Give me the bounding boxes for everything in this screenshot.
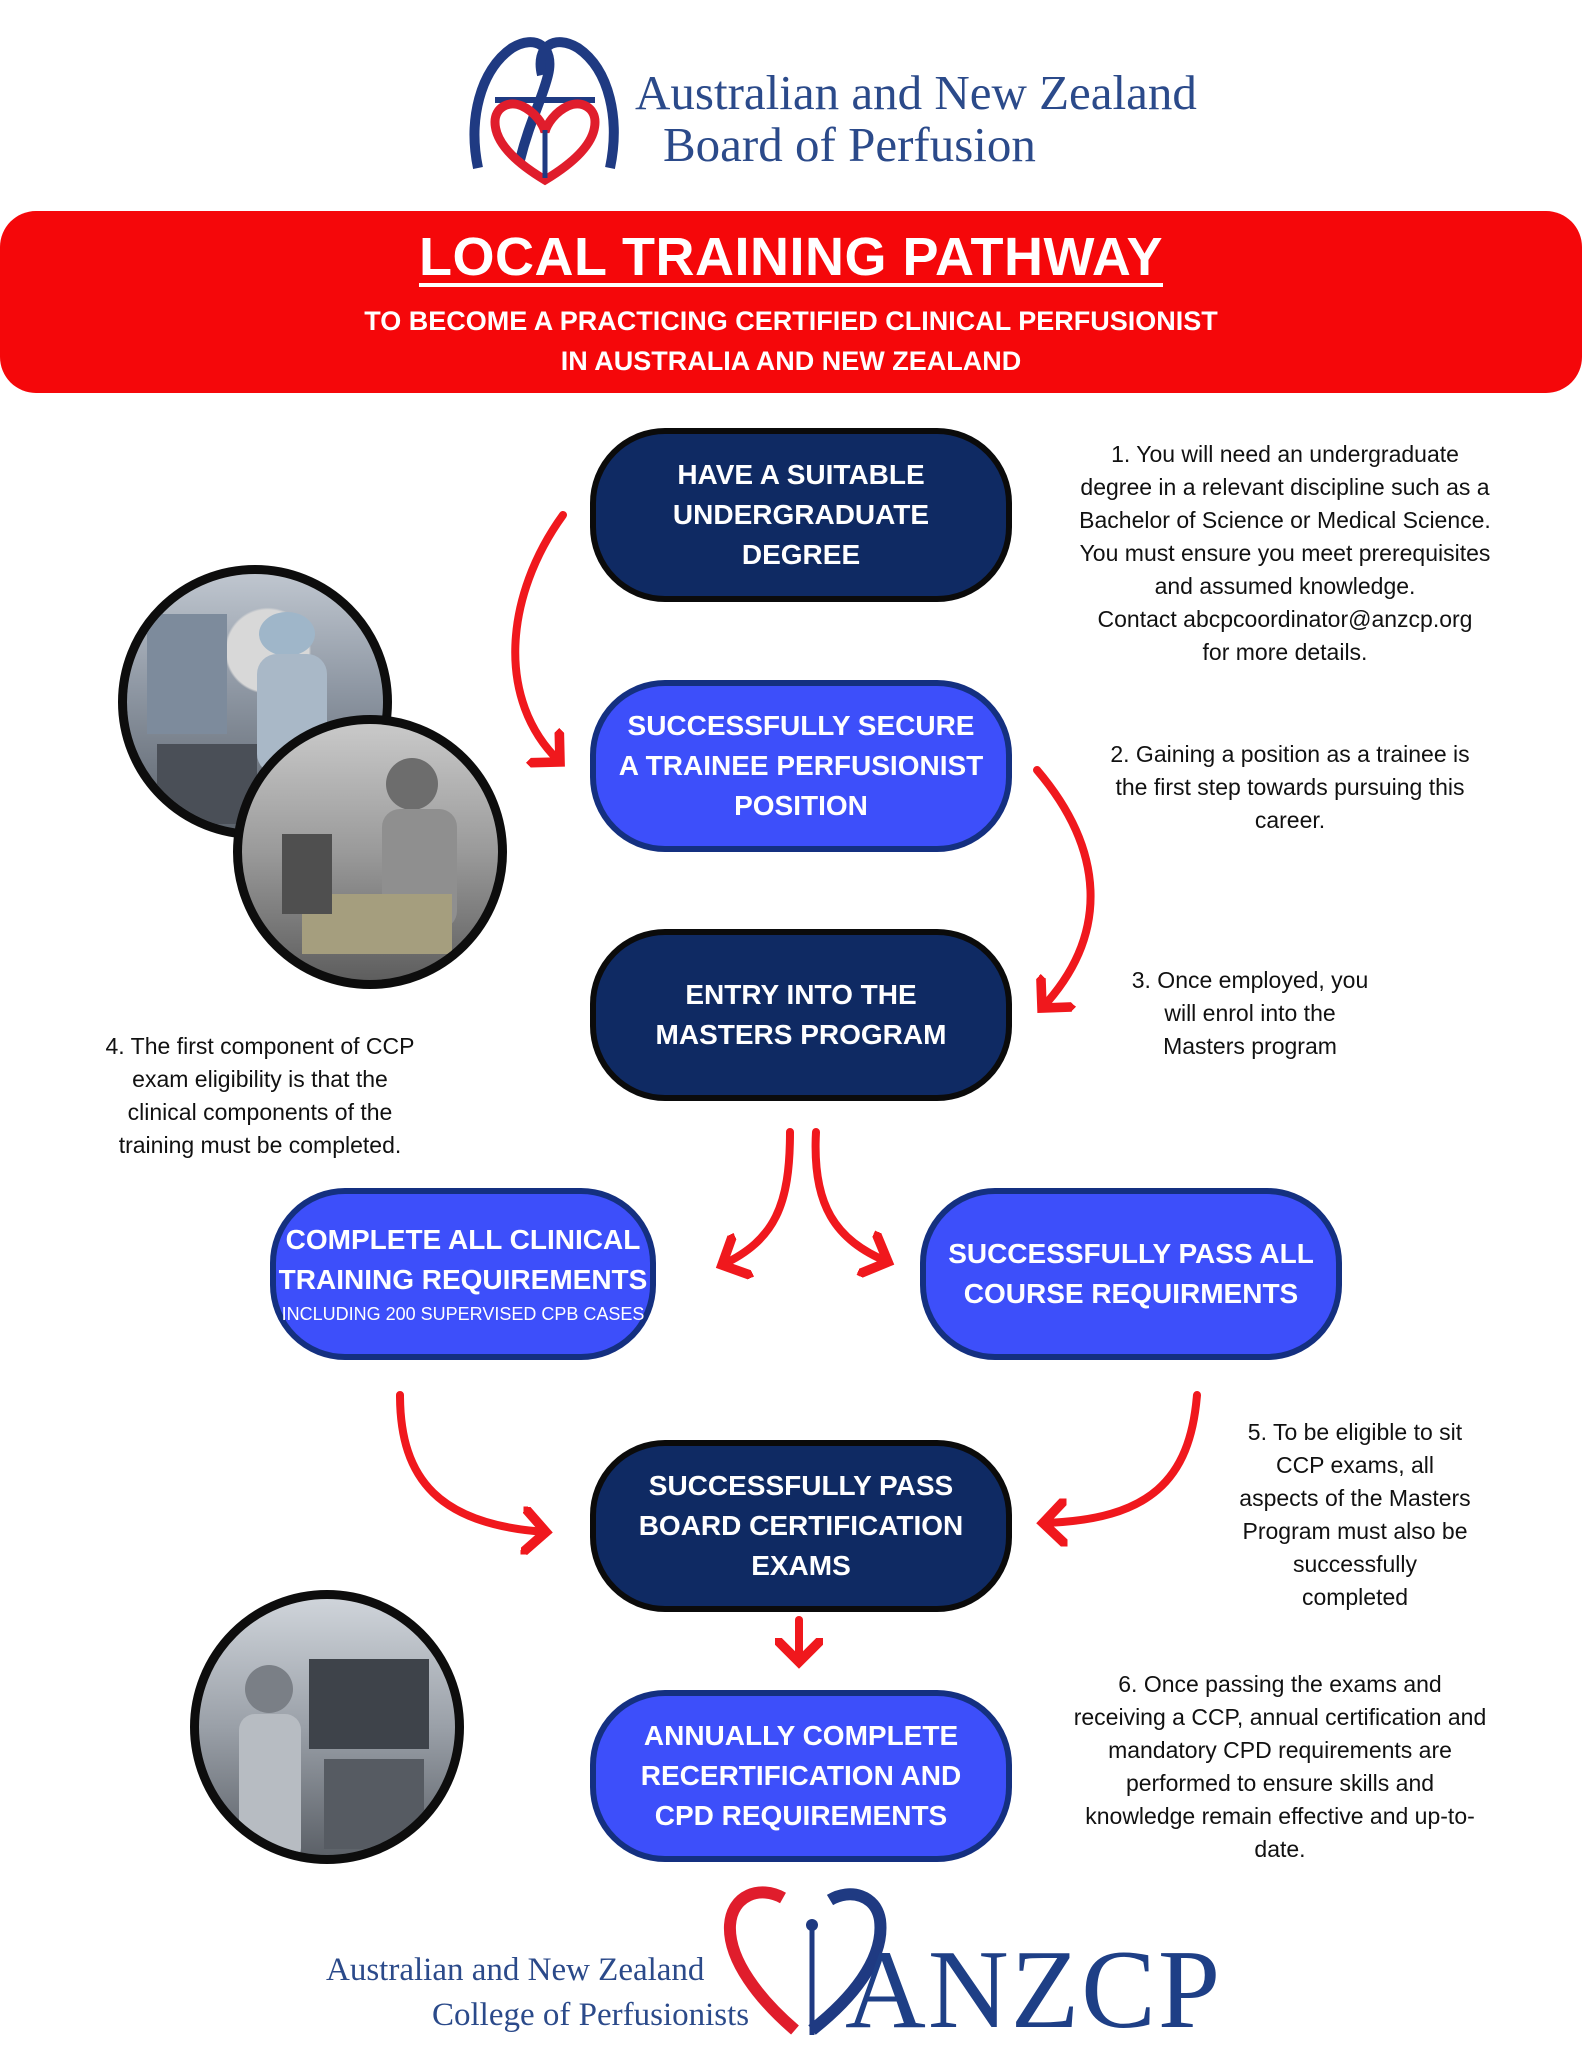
step-annual-line3: CPD REQUIREMENTS — [654, 1800, 948, 1831]
step-trainee-line3: POSITION — [734, 790, 868, 821]
step-clinical-note: INCLUDING 200 SUPERVISED CPB CASES — [281, 1304, 645, 1324]
step-exams: SUCCESSFULLY PASS BOARD CERTIFICATION EX… — [590, 1440, 1012, 1612]
step-masters-line1: ENTRY INTO THE — [685, 979, 917, 1010]
org-name-line1: Australian and New Zealand — [635, 65, 1197, 120]
banner-subtitle-line1: TO BECOME A PRACTICING CERTIFIED CLINICA… — [364, 306, 1218, 336]
arrow-masters-to-clinical — [722, 1128, 794, 1265]
step-trainee: SUCCESSFULLY SECURE A TRAINEE PERFUSIONI… — [590, 680, 1012, 852]
step-masters: ENTRY INTO THE MASTERS PROGRAM — [590, 929, 1012, 1101]
step-clinical-line2: TRAINING REQUIREMENTS — [278, 1264, 648, 1295]
step-degree-line3: DEGREE — [741, 539, 861, 570]
step-annual: ANNUALLY COMPLETE RECERTIFICATION AND CP… — [590, 1690, 1012, 1862]
step-clinical: COMPLETE ALL CLINICAL TRAINING REQUIREME… — [270, 1188, 656, 1360]
step-exams-line1: SUCCESSFULLY PASS — [648, 1470, 954, 1501]
title-banner — [0, 211, 1582, 393]
photo-perfusionist-standing — [190, 1590, 464, 1864]
step-course-line1: SUCCESSFULLY PASS ALL — [948, 1238, 1314, 1269]
photo-perfusionist-machine — [233, 715, 507, 989]
org-name-line2: Board of Perfusion — [663, 117, 1036, 172]
step-annual-line1: ANNUALLY COMPLETE — [643, 1720, 959, 1751]
step-degree-line1: HAVE A SUITABLE — [677, 459, 925, 490]
step-course-line2: COURSE REQUIRMENTS — [963, 1278, 1299, 1309]
step-trainee-line1: SUCCESSFULLY SECURE — [627, 710, 975, 741]
step-annual-line2: RECERTIFICATION AND — [640, 1760, 962, 1791]
step-clinical-line1: COMPLETE ALL CLINICAL — [285, 1224, 641, 1255]
step-exams-line2: BOARD CERTIFICATION — [638, 1510, 964, 1541]
step-trainee-line2: A TRAINEE PERFUSIONIST — [618, 750, 984, 781]
step-course: SUCCESSFULLY PASS ALL COURSE REQUIRMENTS — [920, 1188, 1342, 1360]
arrow-course-to-exams — [1043, 1391, 1201, 1523]
footer-org-line2: College of Perfusionists — [432, 1997, 750, 2033]
footer-acronym: ANZCP — [845, 1928, 1223, 2052]
arrow-clinical-to-exams — [396, 1391, 546, 1532]
step-masters-line2: MASTERS PROGRAM — [655, 1019, 947, 1050]
banner-subtitle-line2: IN AUSTRALIA AND NEW ZEALAND — [560, 346, 1022, 376]
step-exams-line3: EXAMS — [751, 1550, 851, 1581]
arrow-degree-to-trainee — [511, 511, 567, 762]
page-title: LOCAL TRAINING PATHWAY — [418, 227, 1163, 287]
step-degree: HAVE A SUITABLE UNDERGRADUATE DEGREE — [590, 428, 1012, 602]
step-degree-line2: UNDERGRADUATE — [672, 499, 930, 530]
footer-org-line1: Australian and New Zealand — [326, 1952, 705, 1988]
arrow-masters-to-course — [811, 1128, 888, 1262]
